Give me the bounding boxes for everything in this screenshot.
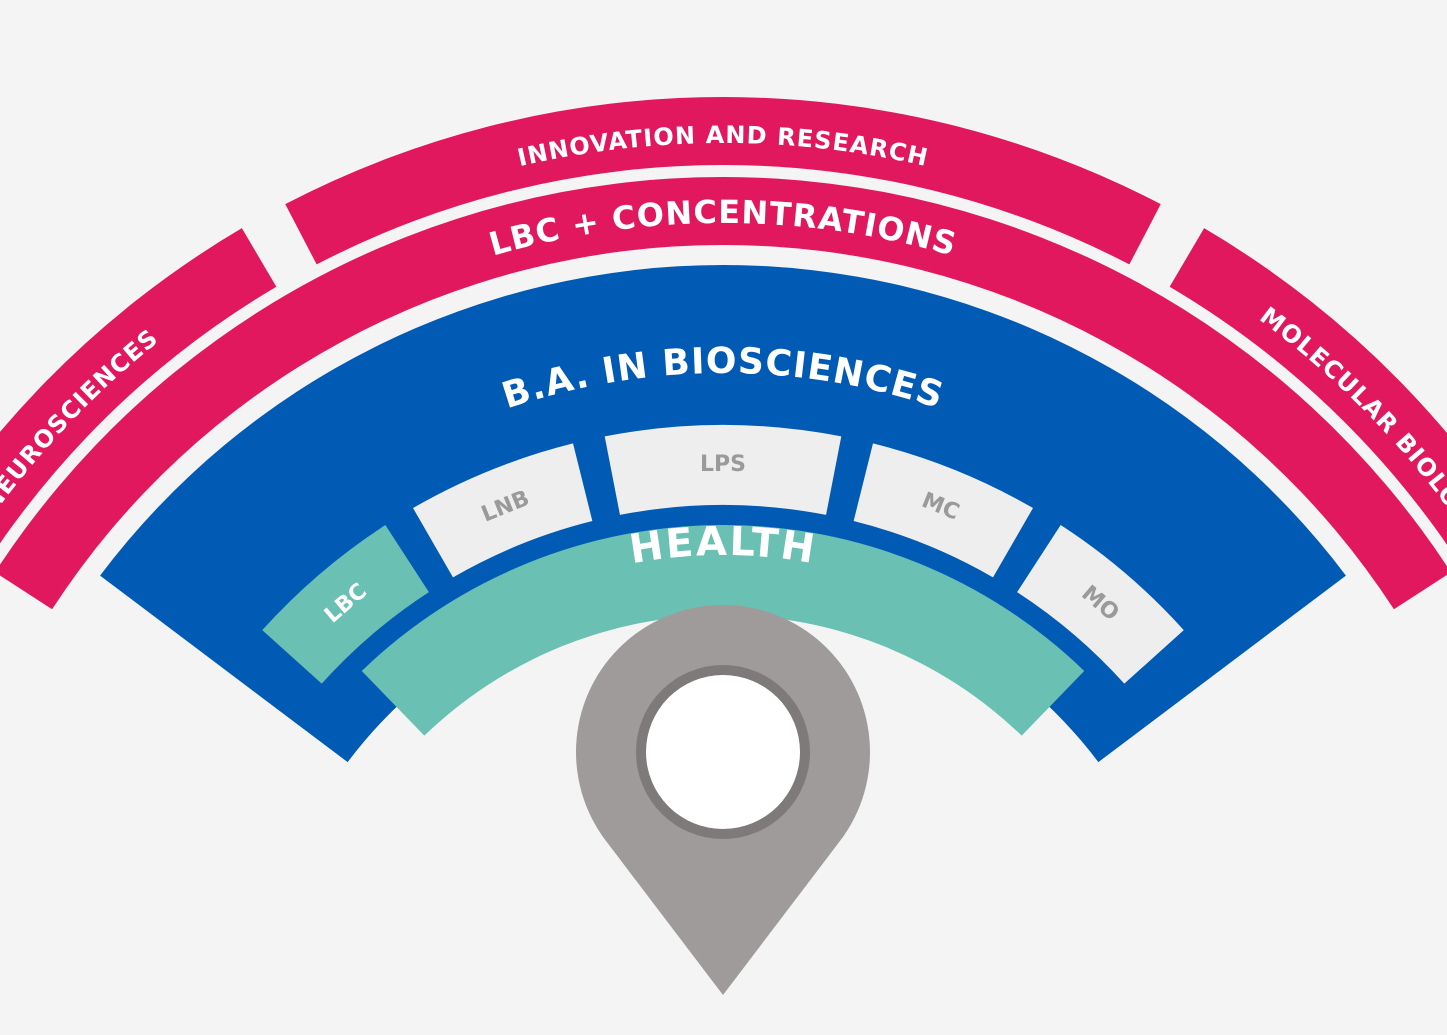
track-segment-lnb	[413, 443, 593, 578]
track-segment-lbc	[262, 525, 429, 684]
molecular-biology-segment	[1169, 228, 1447, 545]
health-label: HEALTH	[626, 519, 819, 573]
track-segment-mo	[1017, 525, 1184, 684]
innovation-research-segment	[285, 96, 1161, 265]
track-segment-mc	[853, 443, 1033, 578]
health-band	[361, 524, 1085, 736]
track-label-lps: LPS	[700, 452, 746, 477]
neurosciences-segment	[0, 228, 277, 544]
track-segment-lps	[604, 424, 842, 515]
lbc-concentrations-band	[0, 177, 1447, 610]
pin-hole	[646, 675, 800, 829]
location-pin-icon	[576, 605, 871, 995]
